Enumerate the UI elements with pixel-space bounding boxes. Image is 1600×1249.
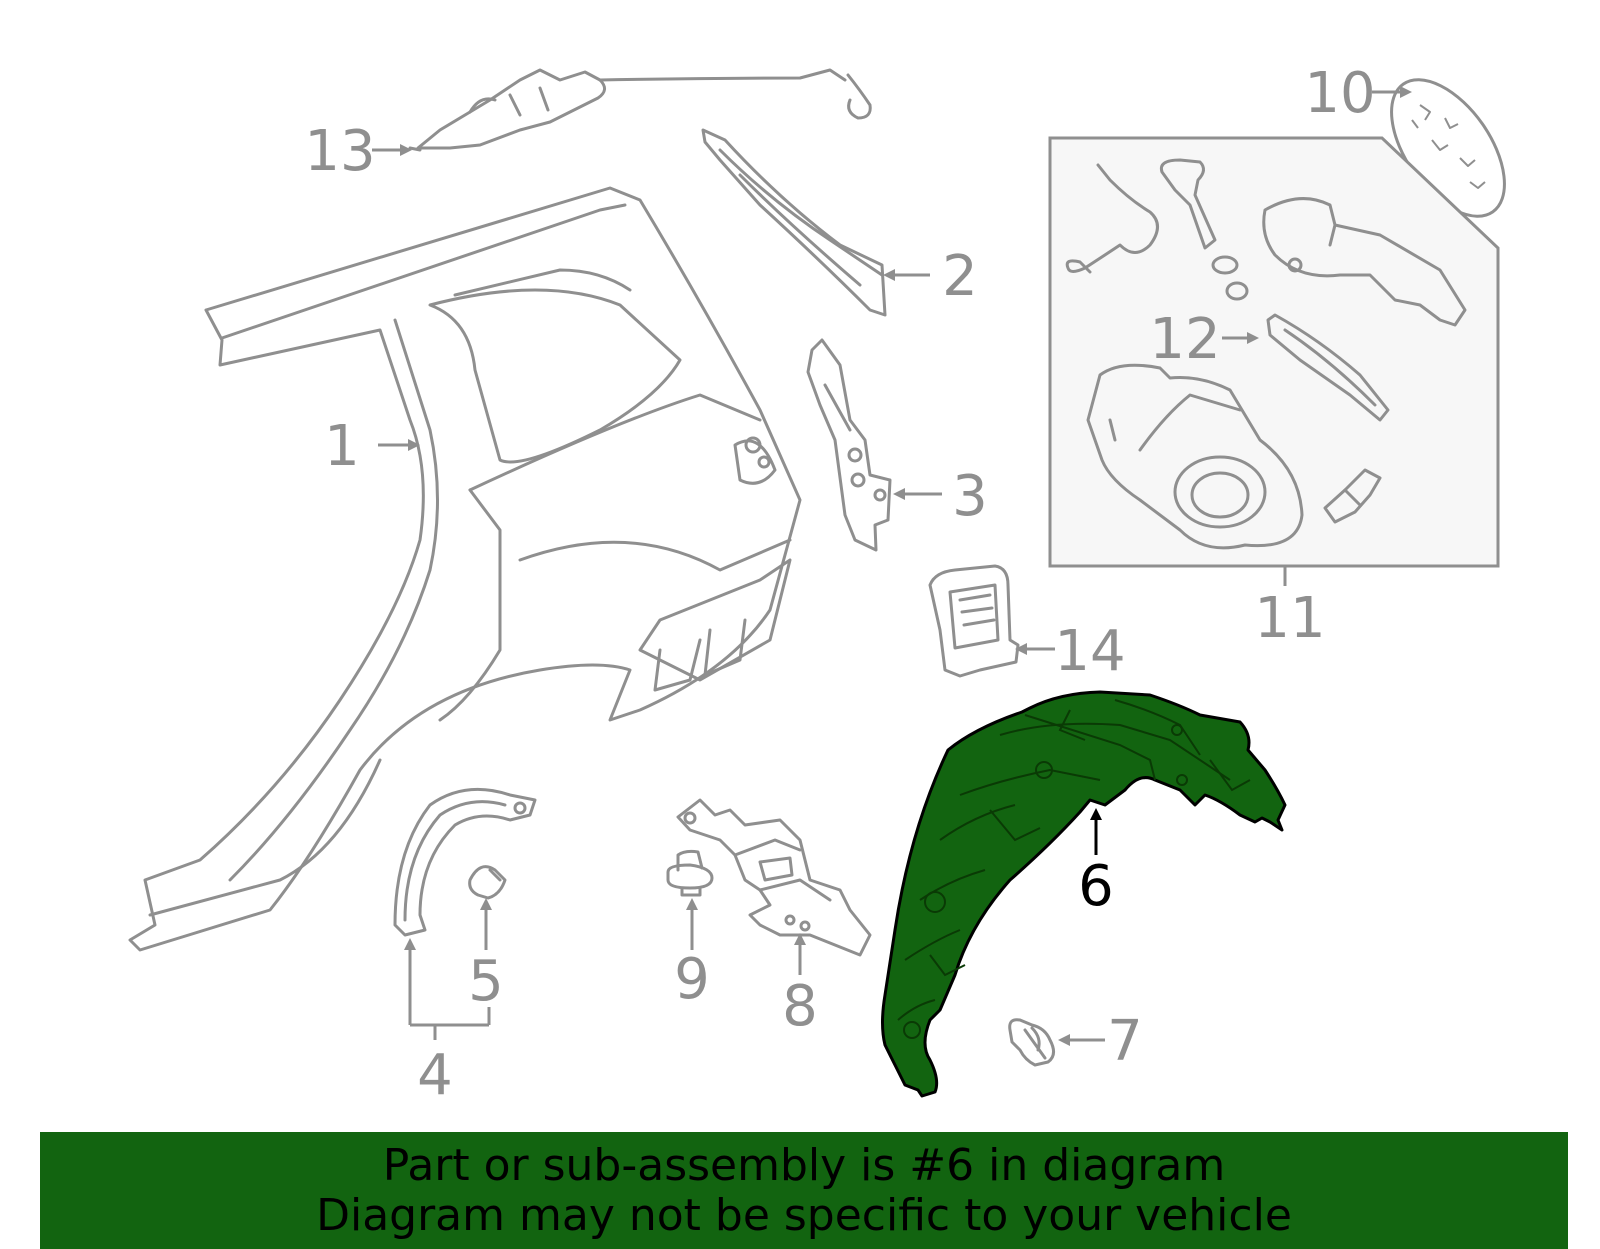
callout-11: 11 bbox=[1254, 586, 1325, 651]
callout-9: 9 bbox=[674, 947, 710, 1012]
callout-7: 7 bbox=[1107, 1009, 1143, 1074]
callout-3: 3 bbox=[952, 464, 988, 529]
callout-14: 14 bbox=[1054, 619, 1125, 684]
info-banner: Part or sub-assembly is #6 in diagram Di… bbox=[40, 1132, 1568, 1249]
callout-5: 5 bbox=[468, 949, 504, 1014]
part-1-quarter-panel[interactable] bbox=[128, 186, 802, 952]
part-8-bracket[interactable] bbox=[676, 798, 872, 957]
part-7-push-pin[interactable] bbox=[1008, 1018, 1055, 1067]
callout-13: 13 bbox=[304, 119, 375, 184]
callout-6: 6 bbox=[1078, 854, 1114, 919]
part-2-reinforcement[interactable] bbox=[701, 128, 887, 317]
banner-line-2: Diagram may not be specific to your vehi… bbox=[316, 1189, 1292, 1241]
callout-labels: 1 2 3 4 5 6 7 8 9 10 11 12 13 14 bbox=[304, 61, 1375, 1108]
callout-1: 1 bbox=[324, 414, 360, 479]
part-14-vent[interactable] bbox=[928, 564, 1020, 678]
callout-leaders bbox=[372, 86, 1412, 1046]
banner-line-1: Part or sub-assembly is #6 in diagram bbox=[382, 1139, 1226, 1191]
callout-8: 8 bbox=[782, 974, 818, 1039]
callout-12: 12 bbox=[1149, 307, 1220, 372]
part-5-clip[interactable] bbox=[468, 865, 507, 900]
callout-2: 2 bbox=[942, 244, 978, 309]
part-3-bracket[interactable] bbox=[806, 338, 892, 552]
part-4-arch-molding[interactable] bbox=[393, 787, 537, 937]
part-6-wheel-well-liner[interactable] bbox=[881, 690, 1287, 1098]
callout-10: 10 bbox=[1304, 61, 1375, 126]
part-13-release-cable[interactable] bbox=[408, 68, 872, 152]
callout-4: 4 bbox=[417, 1043, 453, 1108]
part-9-bolt[interactable] bbox=[666, 849, 714, 897]
part-11-fuel-housing-assembly[interactable] bbox=[1048, 136, 1500, 568]
